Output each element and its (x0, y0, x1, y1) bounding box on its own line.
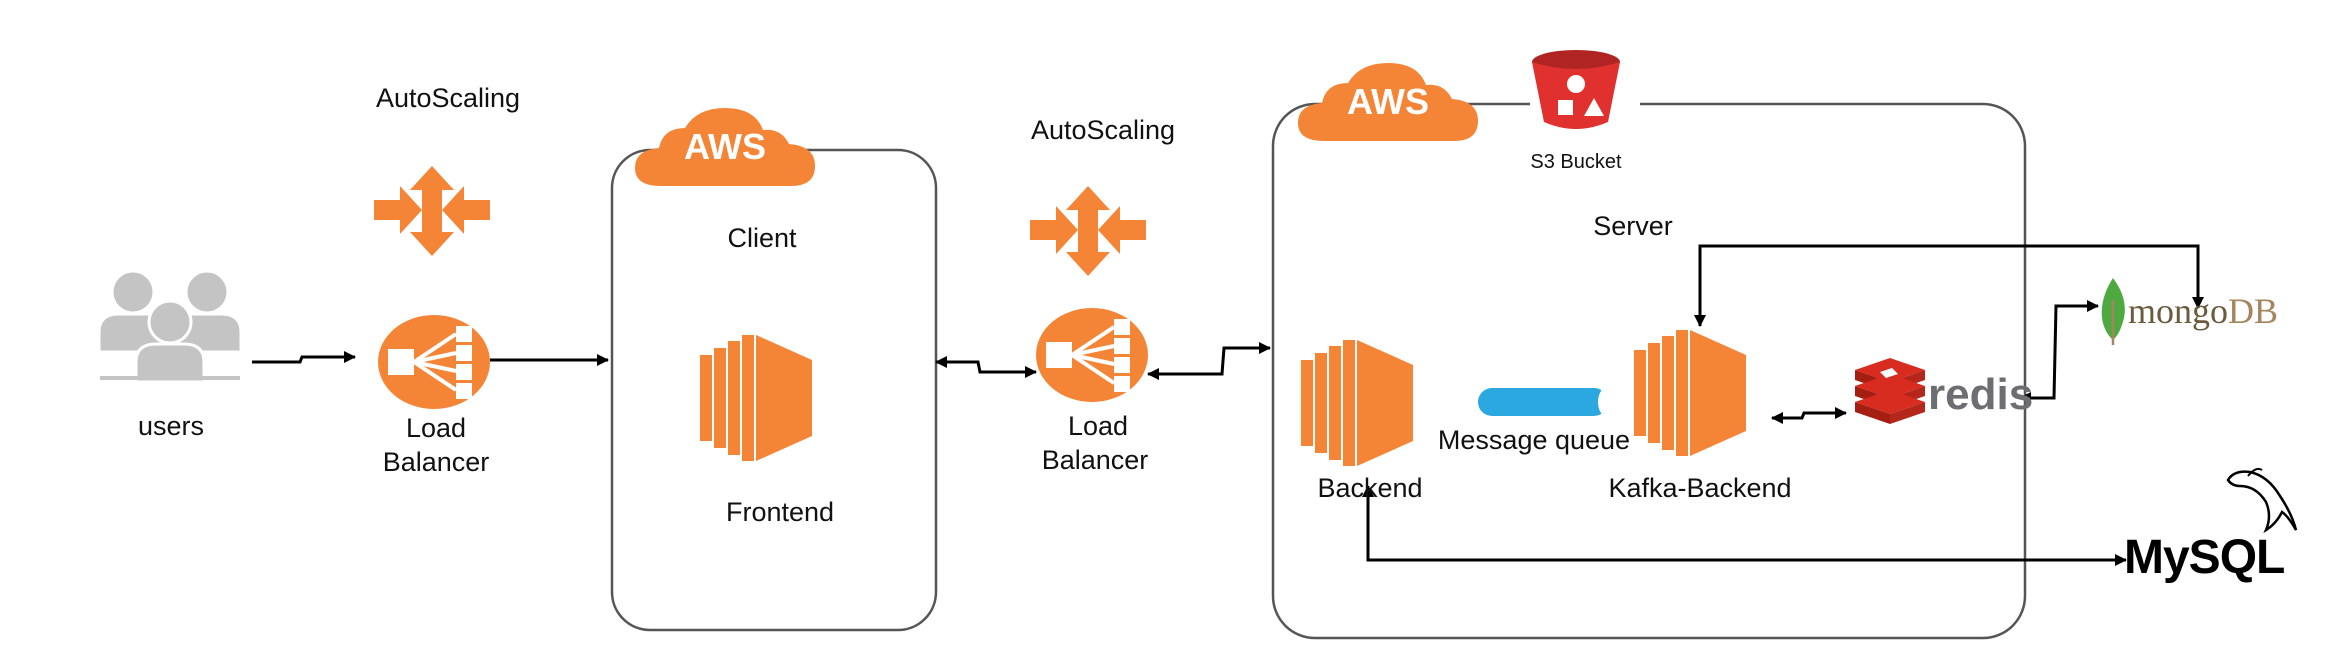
users-label: users (137, 411, 205, 441)
mysql-label: MySQL (2124, 531, 2285, 584)
load-balancer-left-label-line1: Load (405, 413, 467, 443)
aws-badge-client-label: AWS (684, 126, 767, 167)
mongodb-leaf-icon (2101, 278, 2125, 345)
load-balancer-mid-label-line2: Balancer (1041, 445, 1149, 475)
aws-badge-server-label: AWS (1347, 81, 1430, 122)
load-balancer-mid-label-line1: Load (1067, 411, 1129, 441)
users-group-icon (97, 269, 243, 384)
redis-label: redis (1928, 370, 2034, 419)
autoscaling-mid-icon (1030, 186, 1146, 276)
load-balancer-mid-icon (1034, 306, 1150, 404)
mysql-dolphin-icon (2226, 467, 2298, 534)
mongodb-label-a: mongo (2128, 291, 2229, 331)
mongodb-label-b: DB (2228, 291, 2279, 331)
backend-ec2-icon (1301, 340, 1413, 466)
message-queue-label: Message queue (1437, 425, 1631, 455)
s3-bucket-icon (1530, 50, 1640, 138)
redis-cubes-icon (1855, 358, 1925, 424)
backend-label: Backend (1317, 473, 1423, 503)
s3-bucket-label: S3 Bucket (1530, 151, 1622, 173)
autoscaling-mid-label: AutoScaling (1030, 115, 1176, 145)
kafka-backend-ec2-icon (1634, 330, 1746, 456)
message-queue-cylinder-icon (1478, 388, 1614, 416)
client-region-title: Client (727, 223, 797, 253)
server-region-title: Server (1593, 211, 1673, 241)
frontend-ec2-icon (700, 335, 812, 461)
load-balancer-left-icon (376, 313, 492, 411)
load-balancer-left-label-line2: Balancer (382, 447, 490, 477)
autoscaling-left-label: AutoScaling (375, 83, 521, 113)
autoscaling-left-icon (374, 166, 490, 256)
mongodb-label: mongoDB (2128, 290, 2278, 332)
frontend-label: Frontend (725, 497, 835, 527)
kafka-backend-label: Kafka-Backend (1608, 473, 1792, 503)
